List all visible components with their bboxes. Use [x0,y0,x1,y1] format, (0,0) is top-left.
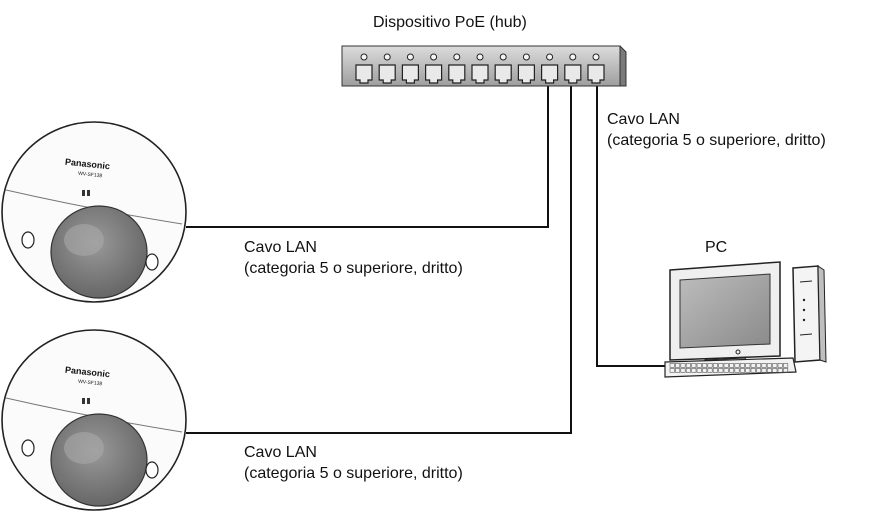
pc-cable-title: Cavo LAN [607,111,680,128]
hub-port-socket [378,64,396,84]
camera2-cable-title: Cavo LAN [244,444,317,461]
pc-computer [664,261,827,378]
hub-port-socket [564,64,582,84]
hub-port-led [546,53,554,61]
hub-port-socket [494,64,512,84]
pc-label: PC [705,239,728,256]
hub-port-led [476,53,484,61]
hub-port-led [569,53,577,61]
camera2-cable-spec: (categoria 5 o superiore, dritto) [244,465,463,482]
hub-port-led [499,53,507,61]
dome-camera-1 [1,121,187,303]
hub-port-led [360,53,368,61]
hub-port-socket [401,64,419,84]
pc-cable-spec: (categoria 5 o superiore, dritto) [607,132,826,149]
hub-port-socket [448,64,466,84]
dome-camera-2 [1,329,187,511]
camera1-cable-title: Cavo LAN [244,239,317,256]
hub-port-led [453,53,461,61]
hub-port-socket [587,64,605,84]
hub-port-socket [355,64,373,84]
hub-port-led [430,53,438,61]
poe-hub [341,45,627,87]
hub-ports [355,53,605,84]
hub-port-socket [541,64,559,84]
cable-camera1 [186,80,549,228]
hub-port-led [406,53,414,61]
camera1-cable-spec: (categoria 5 o superiore, dritto) [244,260,463,277]
hub-title: Dispositivo PoE (hub) [373,14,527,31]
hub-port-socket [471,64,489,84]
cable-camera2 [186,80,572,434]
cable-pc [596,80,665,367]
hub-port-led [383,53,391,61]
hub-port-socket [425,64,443,84]
hub-port-led [522,53,530,61]
hub-port-socket [517,64,535,84]
hub-port-led [592,53,600,61]
